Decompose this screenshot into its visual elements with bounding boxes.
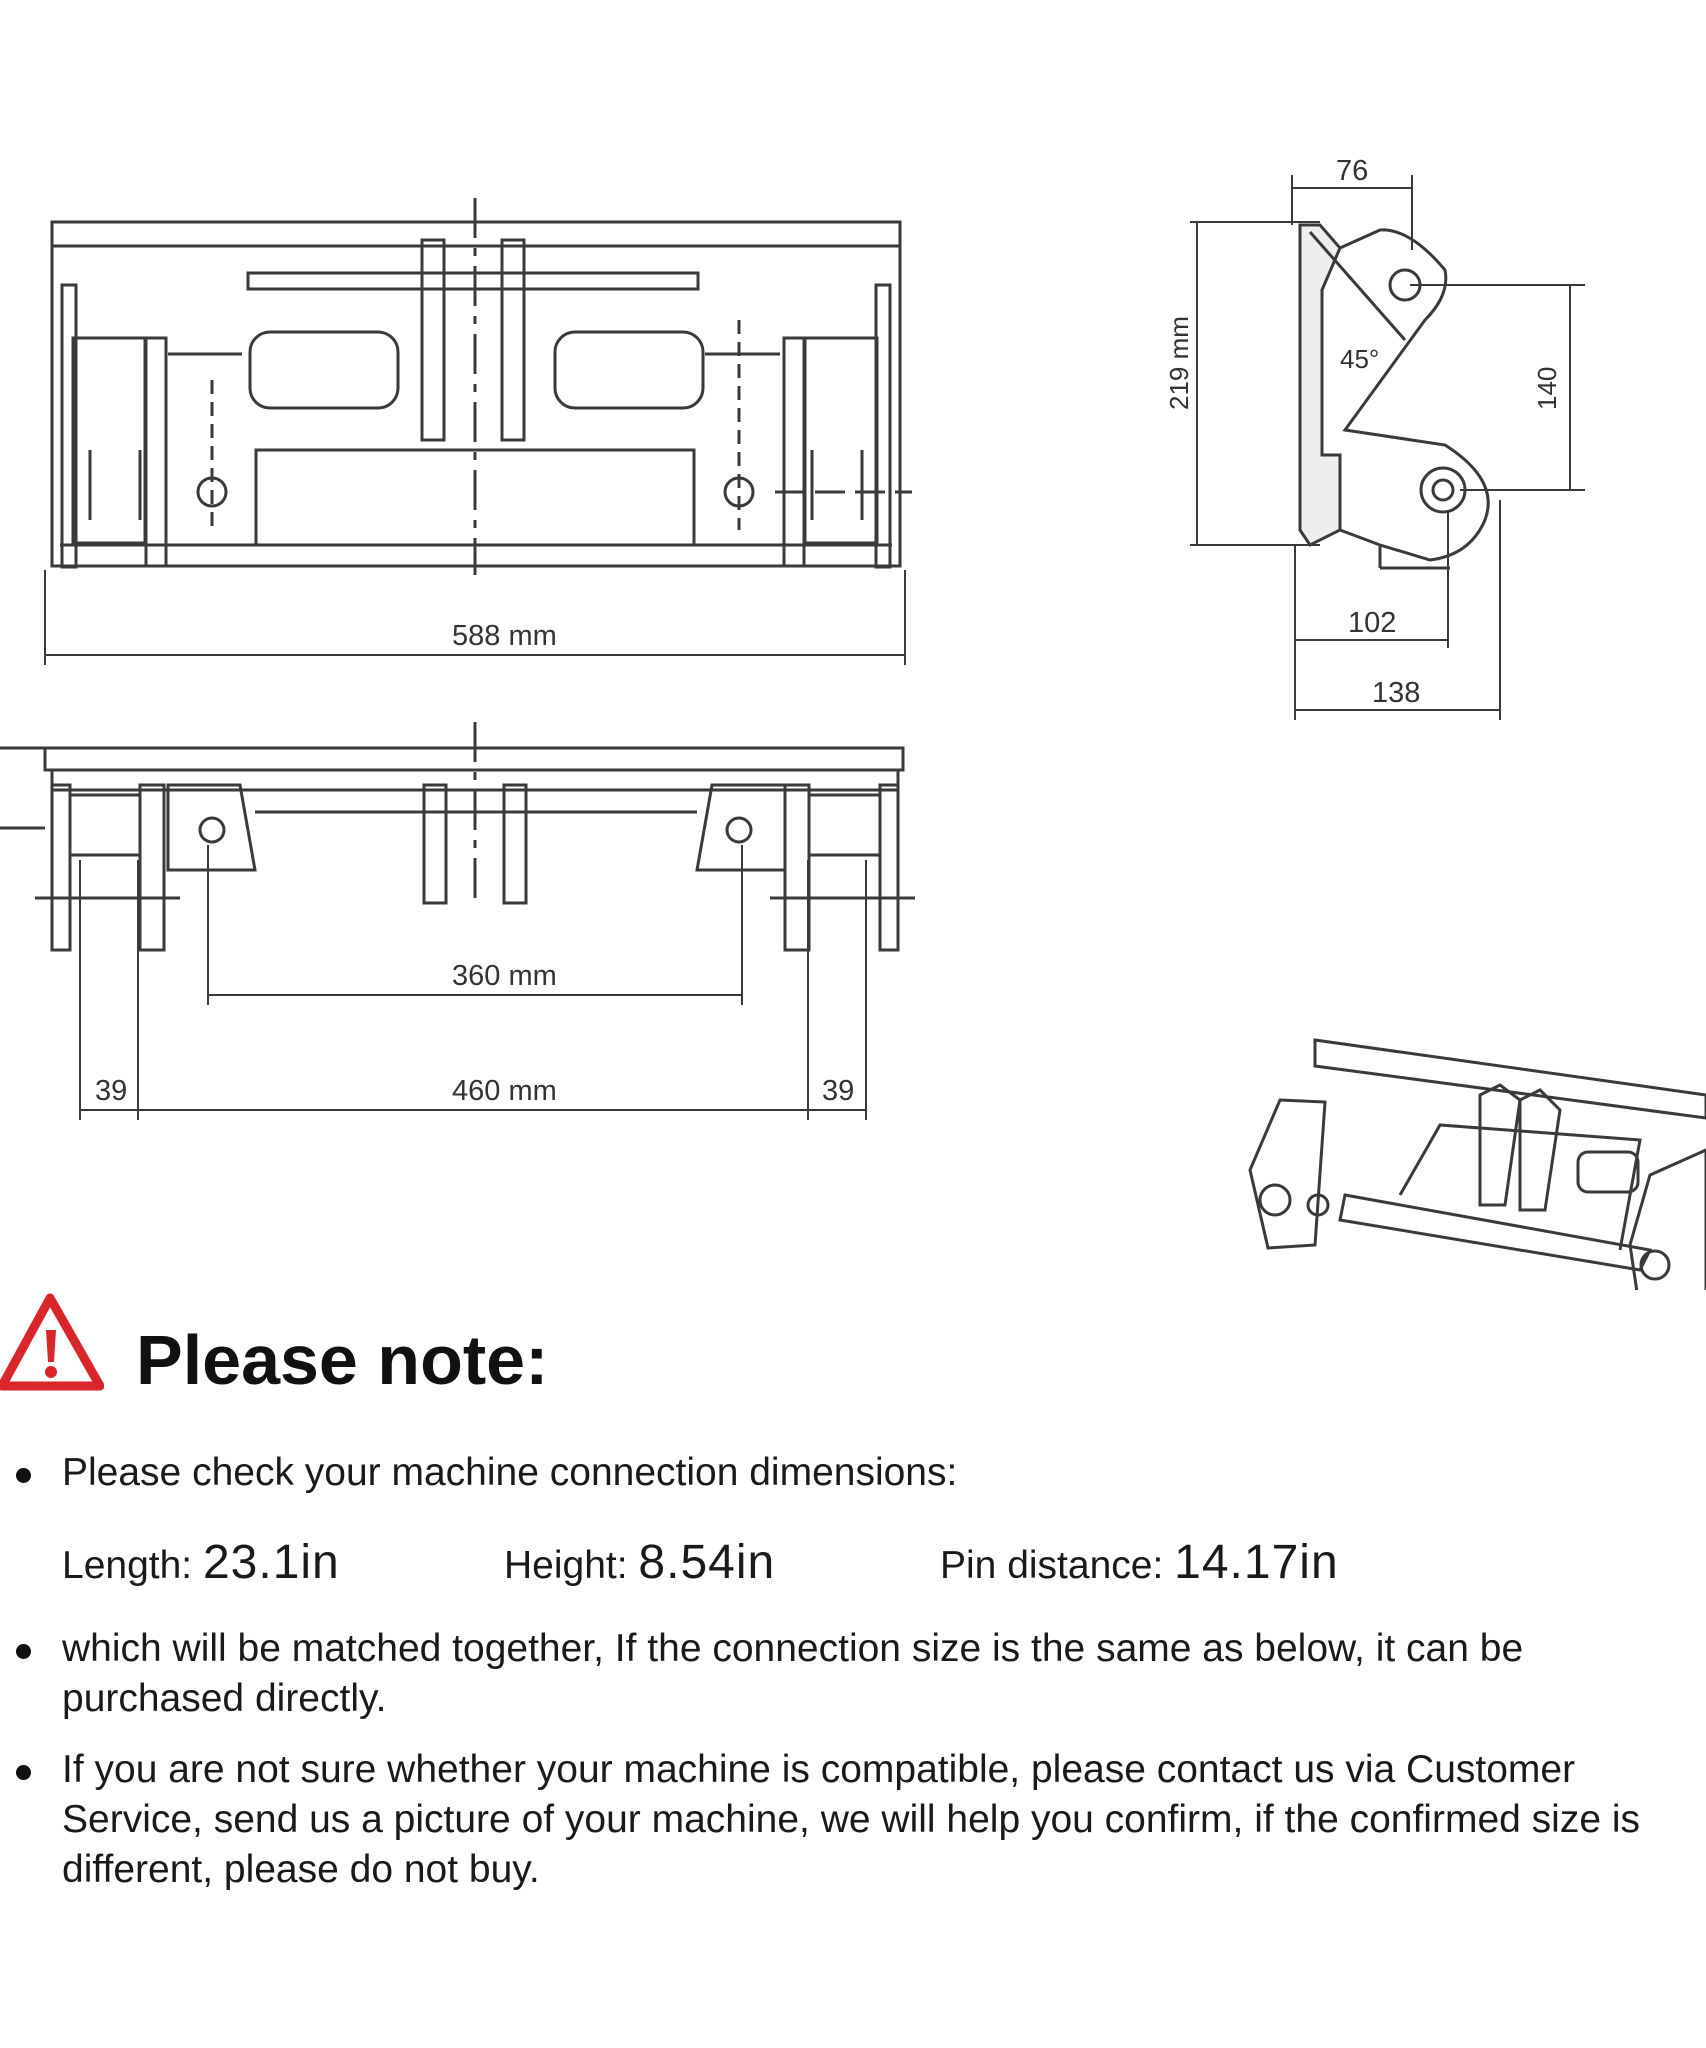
note-item-text: which will be matched together, If the c… [62,1627,1524,1720]
side-view [1190,175,1585,720]
note-item-text: If you are not sure whether your machine… [62,1748,1641,1891]
spec-pin-label: Pin distance: [940,1544,1164,1587]
bullet-icon [16,1468,31,1483]
side-top-label: 76 [1336,155,1368,187]
spec-pin-distance: Pin distance: 14.17in [940,1535,1339,1590]
spec-height: Height: 8.54in [504,1535,775,1590]
bullet-icon [16,1765,31,1780]
spec-height-label: Height: [504,1544,628,1587]
pin-vertical-label: 140 [1532,367,1562,410]
left-offset-label: 39 [95,1075,127,1107]
top-view [0,722,915,1120]
spec-pin-value: 14.17in [1174,1536,1339,1589]
spec-length-label: Length: [62,1544,193,1587]
front-view [44,198,912,665]
spec-length: Length: 23.1in [62,1535,340,1590]
right-offset-label: 39 [822,1075,854,1107]
note-title: Please note: [136,1321,549,1399]
note-item-text: Please check your machine connection dim… [62,1451,958,1494]
spec-height-value: 8.54in [638,1536,776,1589]
technical-drawing: 588 mm 360 mm 460 mm 39 39 76 219 mm 140… [0,155,1706,1290]
bottom-outer-label: 138 [1372,677,1420,709]
spec-length-value: 23.1in [202,1536,340,1589]
isometric-view [1248,1038,1706,1290]
bottom-inner-label: 102 [1348,607,1396,639]
warning-icon [0,1293,104,1391]
side-height-label: 219 mm [1164,316,1194,410]
angle-label: 45° [1340,344,1379,374]
pin-span-label: 360 mm [452,960,557,992]
front-width-label: 588 mm [452,620,557,652]
bullet-icon [16,1644,31,1659]
outer-span-label: 460 mm [452,1075,557,1107]
